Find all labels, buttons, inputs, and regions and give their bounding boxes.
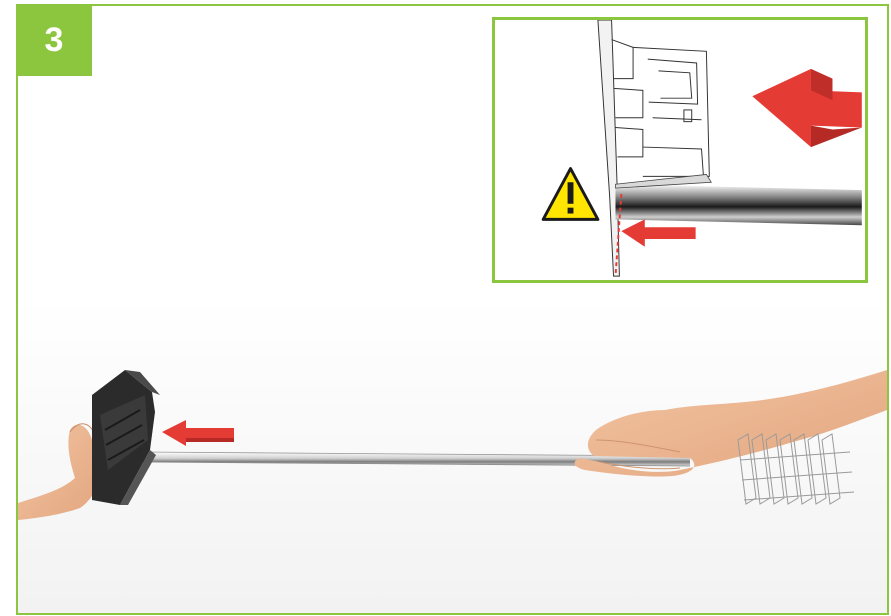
step-number: 3 bbox=[45, 21, 64, 60]
panel-border bbox=[16, 4, 889, 615]
step-number-badge: 3 bbox=[16, 4, 92, 76]
